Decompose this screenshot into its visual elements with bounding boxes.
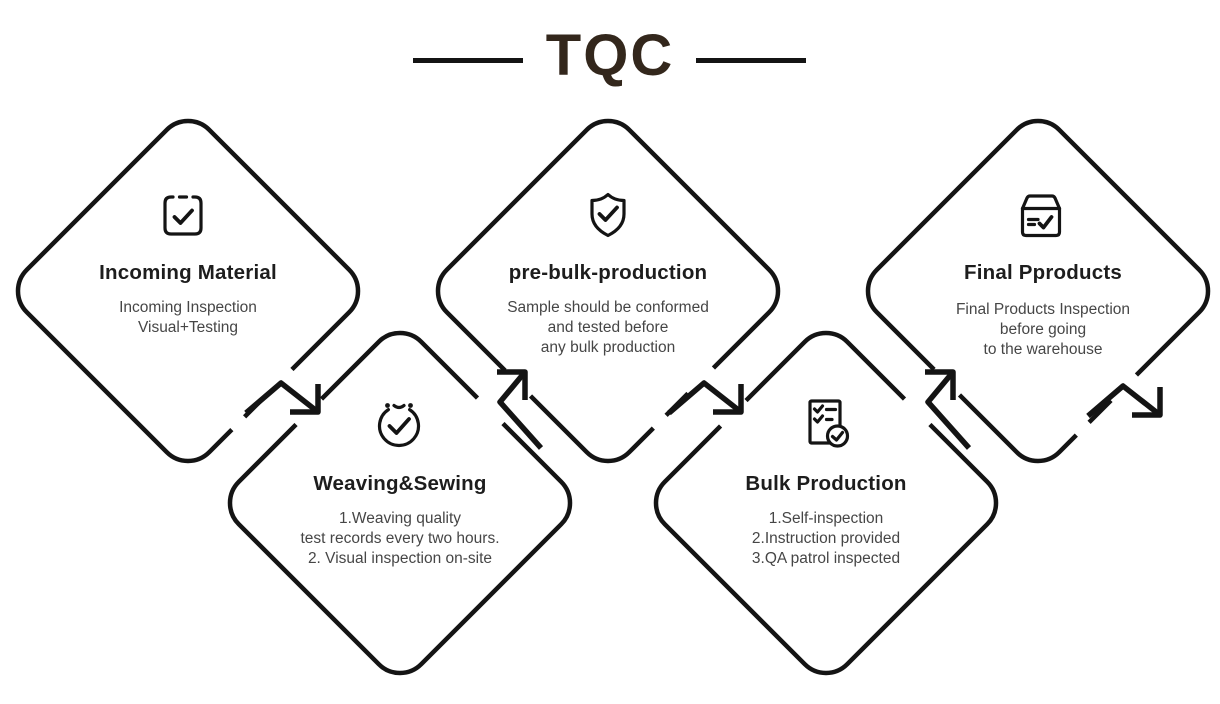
shield-check-icon	[590, 192, 626, 238]
desc-line: any bulk production	[540, 339, 676, 356]
title-dash-right	[696, 58, 806, 63]
step-desc-incoming-material: Incoming Inspection Visual+Testing	[8, 298, 368, 338]
desc-line: 1.Self-inspection	[768, 510, 884, 527]
step-title-pre-bulk-production: pre-bulk-production	[508, 261, 708, 284]
desc-line: 1.Weaving quality	[338, 510, 462, 527]
desc-line: 3.QA patrol inspected	[751, 550, 901, 567]
desc-line: test records every two hours.	[300, 530, 500, 547]
desc-line: Visual+Testing	[137, 319, 239, 336]
flow-arrow-2-up	[497, 369, 544, 450]
step-desc-final-products: Final Products Inspection before going t…	[863, 300, 1220, 360]
flow-arrow-5-down	[1086, 383, 1163, 419]
step-desc-weaving-sewing: 1.Weaving quality test records every two…	[220, 509, 580, 569]
desc-line: 2. Visual inspection on-site	[307, 550, 493, 567]
flow-arrow-3-down	[667, 380, 744, 416]
diagram-title: TQC	[545, 23, 675, 88]
desc-line: to the warehouse	[983, 341, 1103, 358]
desc-line: Final Products Inspection	[955, 301, 1131, 318]
title-dash-left	[413, 58, 523, 63]
box-check-icon	[1020, 194, 1062, 238]
step-title-incoming-material: Incoming Material	[99, 261, 277, 284]
step-title-weaving-sewing: Weaving&Sewing	[313, 472, 487, 495]
step-title-final-products: Final Pproducts	[964, 261, 1122, 284]
desc-line: before going	[999, 321, 1087, 338]
step-title-bulk-production: Bulk Production	[745, 472, 907, 495]
desc-line: and tested before	[547, 319, 669, 336]
step-desc-bulk-production: 1.Self-inspection 2.Instruction provided…	[646, 509, 1006, 569]
clipboard-check-icon	[163, 195, 203, 236]
step-desc-pre-bulk-production: Sample should be conformed and tested be…	[428, 298, 788, 358]
flow-arrow-4-up	[925, 369, 972, 450]
desc-line: Incoming Inspection	[119, 299, 257, 316]
checklist-check-icon	[808, 399, 850, 448]
desc-line: 2.Instruction provided	[751, 530, 901, 547]
desc-line: Sample should be conformed	[507, 299, 709, 316]
flow-arrow-1-down	[244, 380, 321, 416]
stopwatch-check-icon	[377, 403, 421, 448]
